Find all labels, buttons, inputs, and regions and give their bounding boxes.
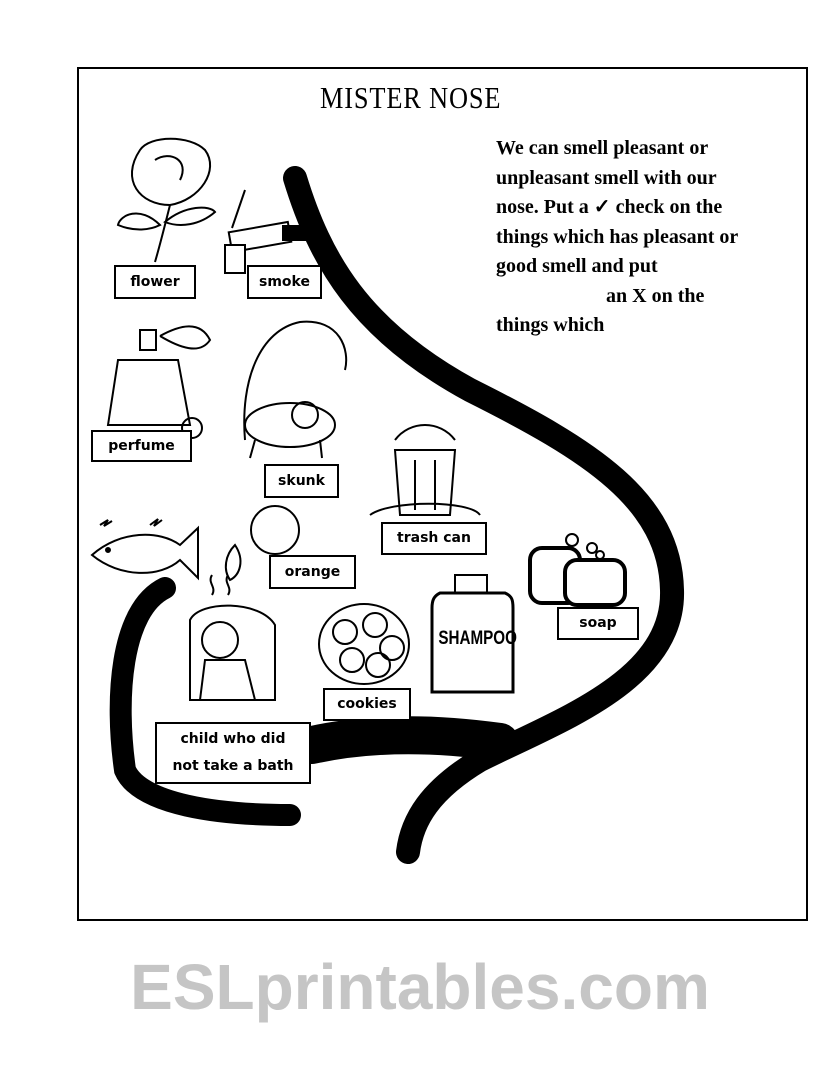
watermark: ESLprintables.com [130, 951, 710, 1023]
flower-icon [116, 137, 217, 263]
label-trash-can: trash can [381, 522, 487, 555]
label-child-line2: not take a bath [172, 758, 294, 774]
nose-outline-right [283, 166, 685, 864]
skunk-icon [243, 320, 348, 459]
label-soap: soap [557, 607, 639, 640]
label-child-line1: child who did [180, 731, 286, 747]
perfume-icon [106, 325, 212, 439]
instr-text-2: check on the things which has pleasant o… [496, 196, 738, 277]
trash-can-icon [369, 424, 481, 516]
fish-icon [90, 518, 199, 581]
orange-icon [224, 505, 300, 582]
nostril-center [293, 716, 519, 764]
instr-text-3: an X on the things which [496, 284, 705, 337]
cookies-icon [318, 603, 410, 685]
soap-icon [528, 533, 627, 607]
label-flower: flower [114, 265, 196, 299]
check-icon: ✓ [593, 196, 611, 218]
label-child: child who did not take a bath [155, 722, 311, 784]
worksheet-border [77, 67, 808, 921]
shampoo-bottle-icon [430, 574, 515, 694]
child-icon [189, 574, 276, 701]
label-perfume: perfume [91, 430, 192, 462]
instructions: We can smell pleasant or unpleasant smel… [496, 134, 758, 341]
label-orange: orange [269, 555, 356, 589]
instr-text-1: We can smell pleasant or unpleasant smel… [496, 137, 717, 218]
smoke-icon [224, 189, 307, 274]
shampoo-text: SHAMPOO [438, 628, 517, 649]
label-cookies: cookies [323, 688, 411, 721]
label-smoke: smoke [247, 265, 322, 299]
nostril-left [109, 577, 301, 826]
label-skunk: skunk [264, 464, 339, 498]
page-title: MISTER NOSE [320, 80, 502, 115]
